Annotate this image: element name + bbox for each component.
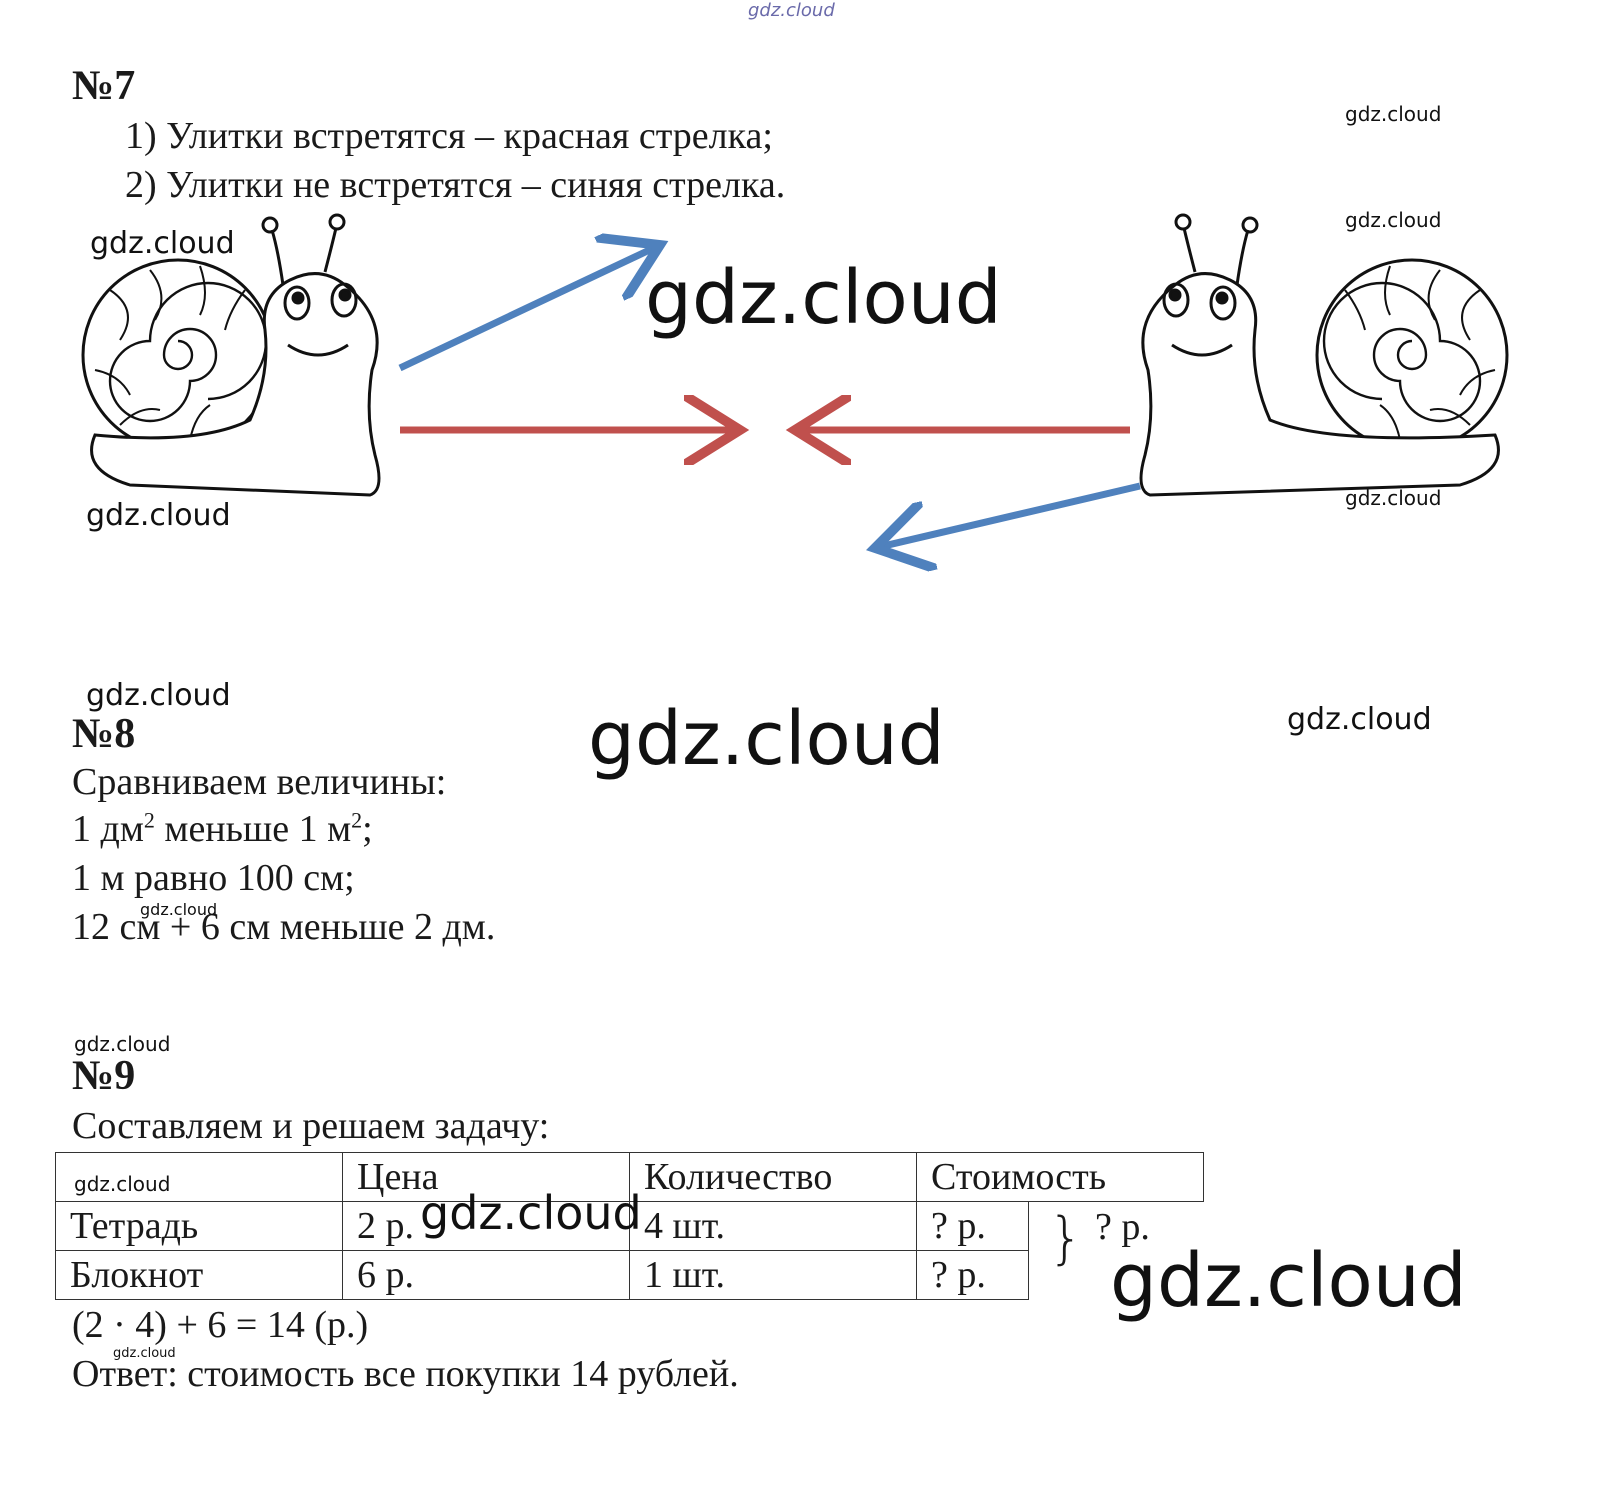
watermark: gdz.cloud bbox=[74, 1172, 171, 1196]
task9-intro: Составляем и решаем задачу: bbox=[72, 1105, 550, 1147]
watermark: gdz.cloud bbox=[1345, 208, 1442, 232]
table-cell: 1 шт. bbox=[629, 1250, 917, 1300]
watermark: gdz.cloud bbox=[86, 678, 231, 713]
watermark: gdz.cloud bbox=[140, 900, 218, 919]
total-cost: ? р. bbox=[1095, 1206, 1150, 1248]
right-snail-image bbox=[1139, 213, 1509, 497]
watermark: gdz.cloud bbox=[90, 226, 235, 261]
snails-illustration bbox=[81, 213, 1509, 580]
watermark: gdz.cloud bbox=[86, 498, 231, 533]
task8-line-1-a: 1 дм bbox=[72, 808, 144, 850]
table-header-cell: Цена bbox=[342, 1152, 630, 1202]
table-row: Тетрадь 2 р. 4 шт. ? р. bbox=[55, 1201, 1204, 1300]
table-cell: 6 р. bbox=[342, 1250, 630, 1300]
table-cell: 4 шт. bbox=[629, 1201, 917, 1251]
table-cell: ? р. bbox=[916, 1250, 1029, 1300]
watermark: gdz.cloud bbox=[588, 696, 945, 782]
superscript: 2 bbox=[351, 807, 363, 833]
watermark-top: gdz.cloud bbox=[748, 0, 835, 21]
table-header-cell: Стоимость bbox=[916, 1152, 1204, 1202]
task7-title: №7 bbox=[72, 63, 136, 109]
superscript: 2 bbox=[143, 807, 155, 833]
task9-solution: (2 · 4) + 6 = 14 (р.) bbox=[72, 1304, 369, 1346]
task9-title: №9 bbox=[72, 1053, 136, 1099]
task8-line-1-c: ; bbox=[362, 808, 373, 850]
table-cell: Тетрадь bbox=[55, 1201, 343, 1251]
task7-item-1: 1) Улитки встретятся – красная стрелка; bbox=[125, 115, 773, 157]
task8-intro: Сравниваем величины: bbox=[72, 761, 447, 803]
blue-arrow-up bbox=[398, 245, 660, 372]
task8-title: №8 bbox=[72, 711, 136, 757]
blue-arrow-down bbox=[875, 482, 1141, 548]
table-total-cell bbox=[1027, 1201, 1204, 1300]
watermark: gdz.cloud bbox=[1345, 486, 1442, 510]
table-cell: ? р. bbox=[916, 1201, 1029, 1251]
table-cell: Блокнот bbox=[55, 1250, 343, 1300]
table-header-cell: Количество bbox=[629, 1152, 917, 1202]
table-header-row: Цена Количество Стоимость bbox=[55, 1152, 1204, 1202]
task7-item-2: 2) Улитки не встретятся – синяя стрелка. bbox=[125, 164, 786, 206]
task8-line-3: 12 см + 6 см меньше 2 дм. bbox=[72, 906, 496, 948]
watermark: gdz.cloud bbox=[1345, 102, 1442, 126]
task9-answer: Ответ: стоимость все покупки 14 рублей. bbox=[72, 1353, 739, 1395]
watermark: gdz.cloud bbox=[1110, 1238, 1467, 1324]
watermark: gdz.cloud bbox=[1287, 702, 1432, 737]
table-row: Блокнот 6 р. 1 шт. ? р. bbox=[55, 1250, 1204, 1300]
brace-symbol: } bbox=[1048, 1206, 1084, 1271]
watermark: gdz.cloud bbox=[113, 1346, 176, 1361]
task8-line-1-b: меньше 1 м bbox=[154, 808, 352, 850]
watermark: gdz.cloud bbox=[420, 1186, 642, 1240]
watermark: gdz.cloud bbox=[645, 255, 1002, 341]
task9-table: Цена Количество Стоимость Тетрадь 2 р. 4… bbox=[55, 1152, 1204, 1300]
task8-line-1: 1 дм2 меньше 1 м2; bbox=[72, 807, 373, 851]
watermark: gdz.cloud bbox=[74, 1032, 171, 1056]
left-snail-image bbox=[81, 213, 381, 497]
task8-line-2: 1 м равно 100 см; bbox=[72, 857, 355, 899]
